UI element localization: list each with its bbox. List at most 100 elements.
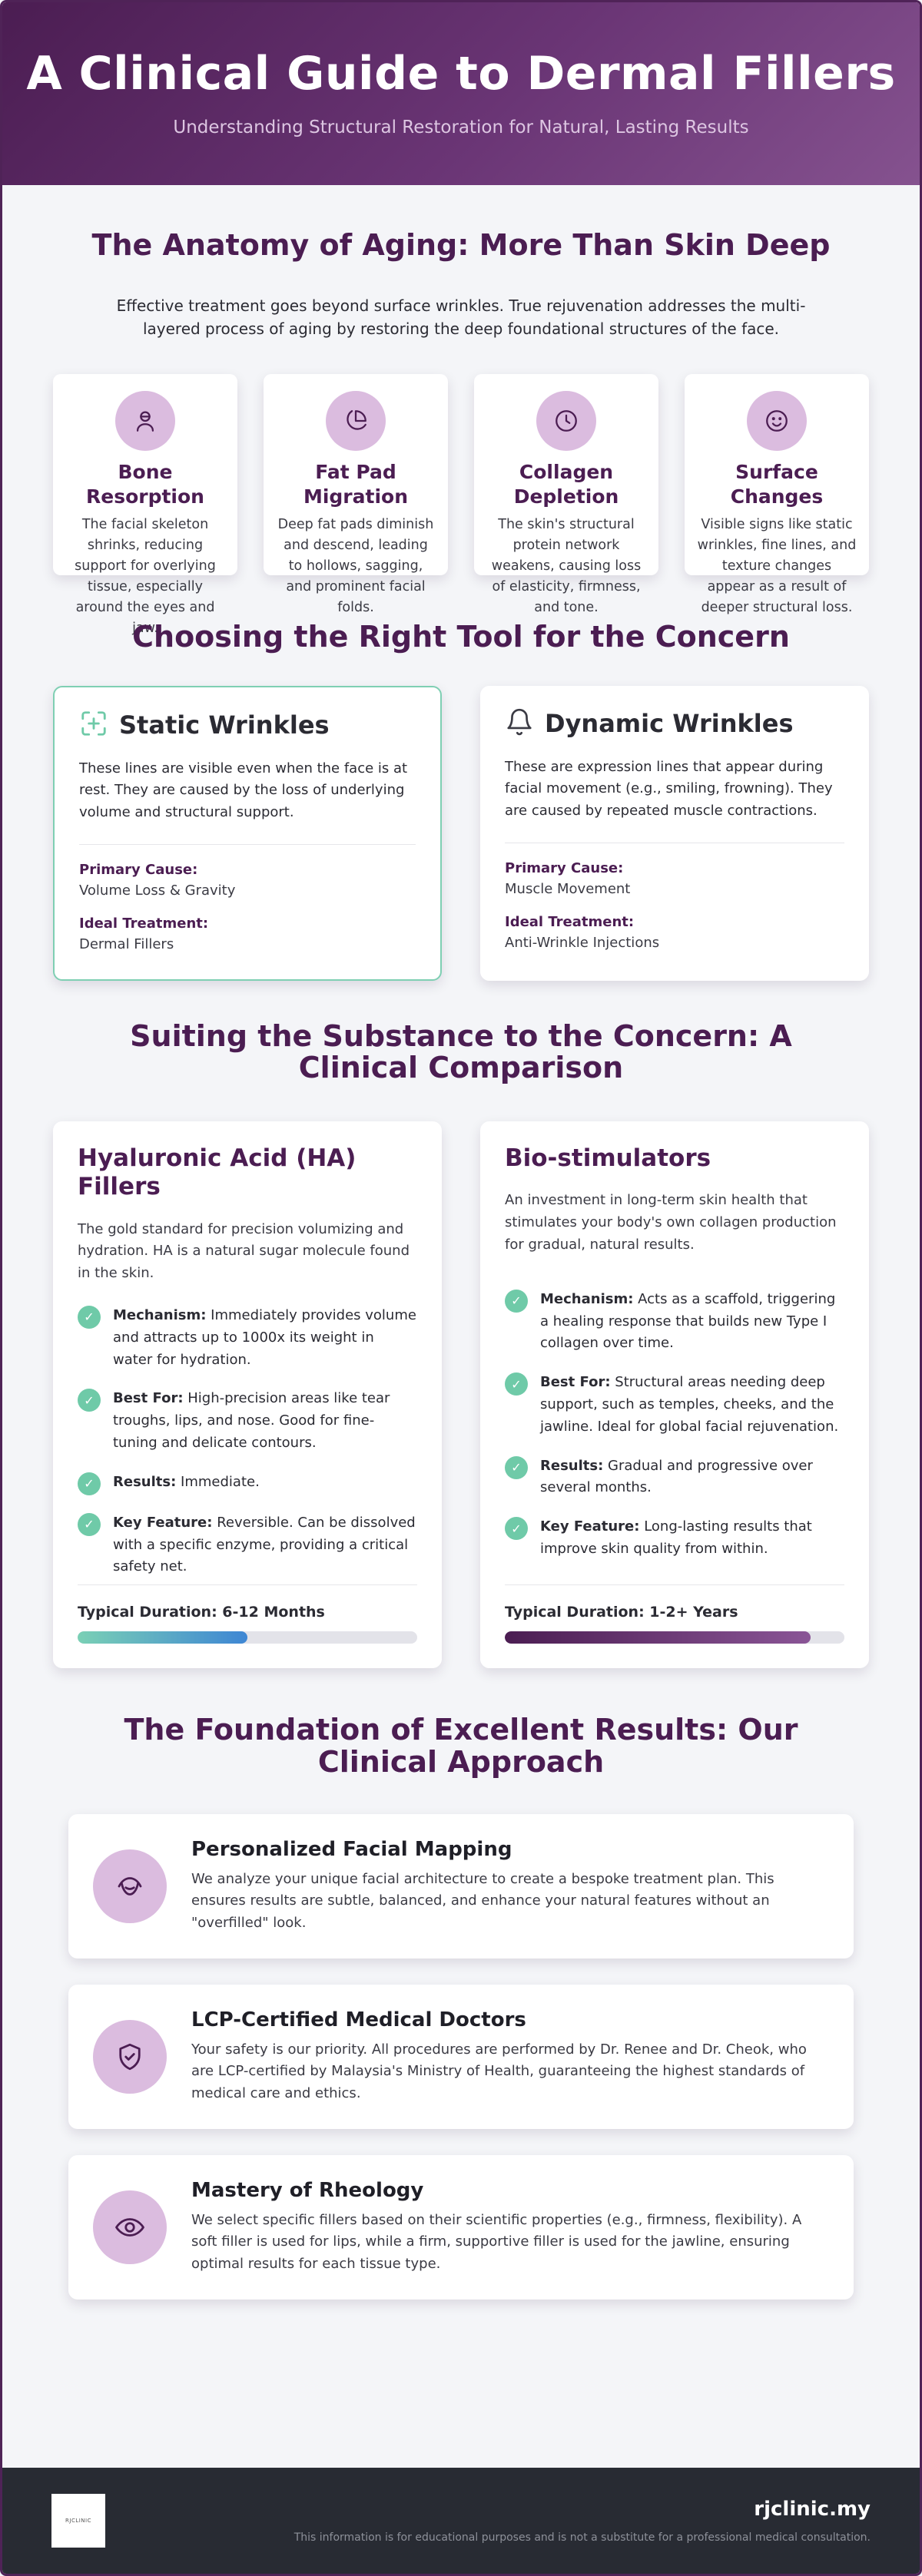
wrinkle-card-title: Static Wrinkles bbox=[119, 710, 330, 740]
eye-icon bbox=[93, 2190, 167, 2264]
duration-block: Typical Duration: 1-2+ Years bbox=[505, 1584, 844, 1644]
duration-bar bbox=[78, 1631, 417, 1644]
bell-icon bbox=[505, 707, 534, 740]
feature-text: Structural areas needing deep support, s… bbox=[540, 1374, 839, 1435]
feature-text: Long-lasting results that improve skin q… bbox=[540, 1518, 812, 1557]
hero-header: A Clinical Guide to Dermal Fillers Under… bbox=[2, 2, 920, 185]
anatomy-card-text: Deep fat pads diminish and descend, lead… bbox=[277, 516, 434, 616]
static-wrinkles-card: Static Wrinkles These lines are visible … bbox=[53, 685, 442, 981]
approach-section: The Foundation of Excellent Results: Our… bbox=[2, 1668, 920, 2300]
comparison-section: Suiting the Substance to the Concern: A … bbox=[2, 981, 920, 1669]
tools-section: Choosing the Right Tool for the Concern … bbox=[2, 575, 920, 981]
comparison-cards: Hyaluronic Acid (HA) Fillers The gold st… bbox=[53, 1121, 869, 1669]
anatomy-card-text: The skin's structural protein network we… bbox=[491, 516, 642, 616]
list-item: ✓ Mechanism: Acts as a scaffold, trigger… bbox=[505, 1289, 844, 1355]
cause-label: Primary Cause: bbox=[505, 859, 624, 876]
tools-title: Choosing the Right Tool for the Concern bbox=[132, 619, 790, 654]
anatomy-card-title: Fat Pad Migration bbox=[303, 460, 409, 508]
clinic-logo: RJCLINIC bbox=[51, 2494, 105, 2548]
brand-link[interactable]: rjclinic.my bbox=[754, 2498, 871, 2521]
dynamic-wrinkles-card: Dynamic Wrinkles These are expression li… bbox=[480, 685, 869, 981]
comparison-card-title: Bio-stimulators bbox=[505, 1144, 711, 1173]
anatomy-card-title: Collagen Depletion bbox=[513, 460, 619, 508]
feature-text: Immediately provides volume and attracts… bbox=[113, 1306, 416, 1368]
anatomy-card: Bone Resorption The facial skeleton shri… bbox=[53, 373, 237, 636]
comparison-card-intro: An investment in long-term skin health t… bbox=[505, 1192, 837, 1253]
anatomy-cards: Bone Resorption The facial skeleton shri… bbox=[53, 373, 869, 636]
cause-label: Primary Cause: bbox=[79, 861, 198, 878]
treatment-value: Anti-Wrinkle Injections bbox=[505, 934, 660, 951]
feature-text: Gradual and progressive over several mon… bbox=[540, 1457, 813, 1496]
approach-item-text: We analyze your unique facial architectu… bbox=[191, 1870, 774, 1932]
duration-bar-fill bbox=[78, 1631, 247, 1644]
approach-item: Personalized Facial Mapping We analyze y… bbox=[68, 1813, 854, 1958]
check-icon: ✓ bbox=[78, 1472, 101, 1495]
page-title: A Clinical Guide to Dermal Fillers bbox=[26, 47, 896, 101]
feature-label: Mechanism: bbox=[113, 1306, 207, 1323]
check-icon: ✓ bbox=[78, 1512, 101, 1536]
comparison-card-intro: The gold standard for precision volumizi… bbox=[78, 1220, 410, 1282]
list-item: ✓ Key Feature: Reversible. Can be dissol… bbox=[78, 1512, 417, 1578]
duration-block: Typical Duration: 6-12 Months bbox=[78, 1584, 417, 1644]
face-mapping-icon bbox=[93, 1849, 167, 1923]
wrinkle-card-text: These lines are visible even when the fa… bbox=[79, 760, 408, 821]
smile-icon bbox=[747, 390, 807, 451]
divider bbox=[79, 843, 416, 845]
disclaimer: This information is for educational purp… bbox=[294, 2531, 871, 2544]
approach-item-title: Mastery of Rheology bbox=[191, 2178, 424, 2202]
anatomy-card-title: Bone Resorption bbox=[86, 460, 204, 508]
duration-bar bbox=[505, 1631, 844, 1644]
focus-plus-icon bbox=[79, 709, 108, 741]
check-icon: ✓ bbox=[505, 1289, 528, 1313]
anatomy-card: Collagen Depletion The skin's structural… bbox=[474, 373, 658, 615]
feature-label: Best For: bbox=[113, 1390, 184, 1407]
approach-item-text: Your safety is our priority. All procedu… bbox=[191, 2041, 807, 2102]
feature-label: Key Feature: bbox=[540, 1518, 640, 1535]
approach-item: LCP-Certified Medical Doctors Your safet… bbox=[68, 1984, 854, 2129]
approach-item: Mastery of Rheology We select specific f… bbox=[68, 2154, 854, 2300]
anatomy-card-title: Surface Changes bbox=[730, 460, 824, 508]
check-icon: ✓ bbox=[78, 1305, 101, 1329]
comparison-card-title: Hyaluronic Acid (HA) Fillers bbox=[78, 1144, 357, 1201]
feature-text: Reversible. Can be dissolved with a spec… bbox=[113, 1514, 416, 1575]
feature-text: Acts as a scaffold, triggering a healing… bbox=[540, 1290, 836, 1352]
treatment-value: Dermal Fillers bbox=[79, 935, 174, 952]
logo-text: RJCLINIC bbox=[65, 2518, 91, 2524]
list-item: ✓ Results: Immediate. bbox=[78, 1472, 417, 1495]
duration-label: Typical Duration: 6-12 Months bbox=[78, 1604, 325, 1621]
anatomy-title: The Anatomy of Aging: More Than Skin Dee… bbox=[91, 228, 831, 262]
approach-title: The Foundation of Excellent Results: Our… bbox=[124, 1713, 798, 1779]
approach-item-text: We select specific fillers based on thei… bbox=[191, 2211, 802, 2273]
feature-list: ✓ Mechanism: Immediately provides volume… bbox=[78, 1305, 417, 1578]
feature-label: Results: bbox=[113, 1473, 177, 1490]
treatment-label: Ideal Treatment: bbox=[79, 915, 209, 932]
approach-item-title: LCP-Certified Medical Doctors bbox=[191, 2008, 526, 2031]
treatment-label: Ideal Treatment: bbox=[505, 913, 635, 930]
approach-item-title: Personalized Facial Mapping bbox=[191, 1837, 512, 1861]
list-item: ✓ Best For: High-precision areas like te… bbox=[78, 1388, 417, 1454]
feature-label: Best For: bbox=[540, 1374, 611, 1391]
duration-bar-fill bbox=[505, 1631, 811, 1644]
feature-label: Key Feature: bbox=[113, 1514, 213, 1531]
bio-stimulators-card: Bio-stimulators An investment in long-te… bbox=[480, 1121, 869, 1669]
feature-label: Results: bbox=[540, 1457, 604, 1474]
person-icon bbox=[115, 390, 175, 451]
pie-chart-icon bbox=[326, 390, 386, 451]
feature-text: High-precision areas like tear troughs, … bbox=[113, 1390, 390, 1451]
anatomy-intro: Effective treatment goes beyond surface … bbox=[116, 296, 806, 338]
clock-icon bbox=[536, 390, 596, 451]
check-icon: ✓ bbox=[78, 1389, 101, 1412]
check-icon: ✓ bbox=[505, 1517, 528, 1541]
wrinkle-card-text: These are expression lines that appear d… bbox=[505, 758, 833, 819]
list-item: ✓ Key Feature: Long-lasting results that… bbox=[505, 1516, 844, 1561]
anatomy-card-text: Visible signs like static wrinkles, fine… bbox=[697, 516, 857, 616]
duration-label: Typical Duration: 1-2+ Years bbox=[505, 1604, 738, 1621]
wrinkle-card-title: Dynamic Wrinkles bbox=[545, 708, 794, 738]
cause-value: Muscle Movement bbox=[505, 880, 631, 897]
list-item: ✓ Results: Gradual and progressive over … bbox=[505, 1455, 844, 1500]
list-item: ✓ Mechanism: Immediately provides volume… bbox=[78, 1305, 417, 1371]
comparison-title: Suiting the Substance to the Concern: A … bbox=[130, 1018, 792, 1085]
feature-label: Mechanism: bbox=[540, 1290, 634, 1307]
cause-value: Volume Loss & Gravity bbox=[79, 882, 236, 899]
